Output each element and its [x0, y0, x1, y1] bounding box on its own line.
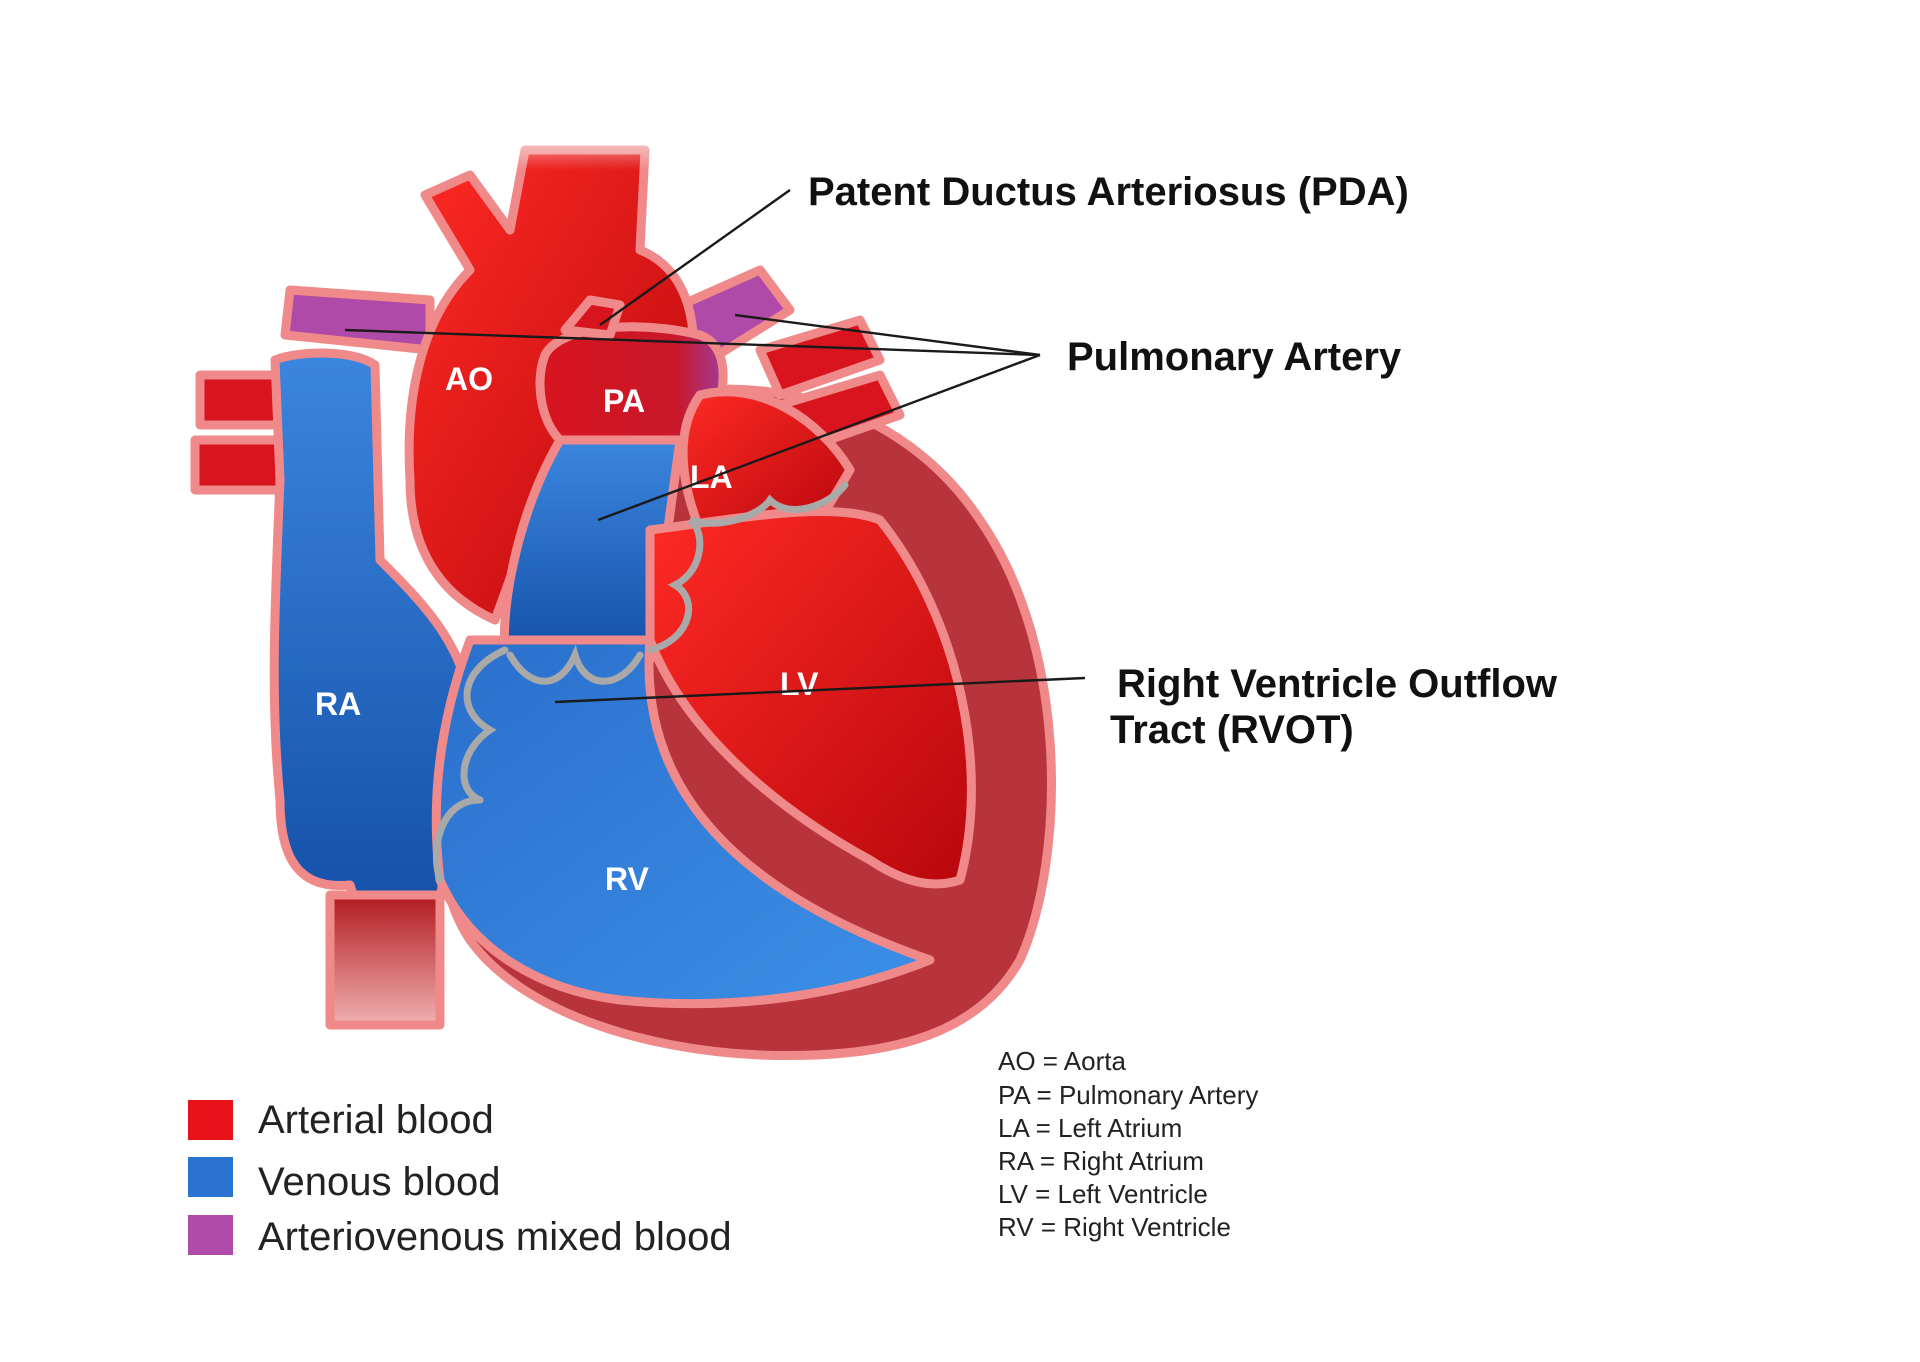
ductus-arteriosus — [560, 295, 625, 340]
abbr-lv: LV = Left Ventricle — [998, 1179, 1208, 1209]
callout-pda: Patent Ductus Arteriosus (PDA) — [808, 170, 1409, 214]
legend-label-arterial: Arterial blood — [258, 1098, 494, 1142]
leader-rvot — [554, 676, 1086, 704]
chamber-label-pa: PA — [603, 383, 645, 419]
abbreviation-key: AO = Aorta PA = Pulmonary Artery LA = Le… — [998, 1046, 1258, 1242]
top-fade — [400, 110, 700, 170]
chamber-label-lv: LV — [780, 666, 819, 702]
leader-pa-trunk — [597, 353, 1041, 522]
chamber-label-ra: RA — [315, 686, 361, 722]
leader-pa-left — [344, 328, 1041, 357]
leader-pa-right — [734, 313, 1041, 357]
pulmonary-valve — [506, 644, 644, 685]
callout-pulmonary-artery: Pulmonary Artery — [1067, 335, 1402, 379]
abbr-ao: AO = Aorta — [998, 1046, 1126, 1076]
abbr-pa: PA = Pulmonary Artery — [998, 1080, 1258, 1110]
legend-swatch-mixed — [188, 1215, 233, 1255]
tricuspid-valve-lower — [432, 796, 484, 884]
legend-label-mixed: Arteriovenous mixed blood — [258, 1215, 732, 1259]
abbr-rv: RV = Right Ventricle — [998, 1212, 1231, 1242]
left-pulmonary-artery — [280, 285, 435, 355]
legend: Arterial blood Venous blood Arteriovenou… — [188, 1098, 732, 1259]
callout-rvot-line2: Tract (RVOT) — [1110, 708, 1354, 752]
callout-rvot-line1: Right Ventricle Outflow — [1117, 662, 1558, 706]
tricuspid-valve — [460, 646, 509, 804]
right-ventricle — [431, 635, 935, 1009]
legend-swatch-arterial — [188, 1100, 233, 1140]
mitral-valve — [646, 481, 849, 654]
inferior-vena-cava — [325, 890, 445, 1030]
pulmonary-vein-upper — [755, 315, 885, 400]
abbr-ra: RA = Right Atrium — [998, 1146, 1204, 1176]
legend-swatch-venous — [188, 1157, 233, 1197]
chamber-label-rv: RV — [605, 861, 650, 897]
chamber-label-ao: AO — [445, 361, 493, 397]
abbr-la: LA = Left Atrium — [998, 1113, 1182, 1143]
legend-label-venous: Venous blood — [258, 1160, 500, 1204]
leader-pda — [599, 189, 791, 326]
left-ventricle — [645, 506, 976, 889]
